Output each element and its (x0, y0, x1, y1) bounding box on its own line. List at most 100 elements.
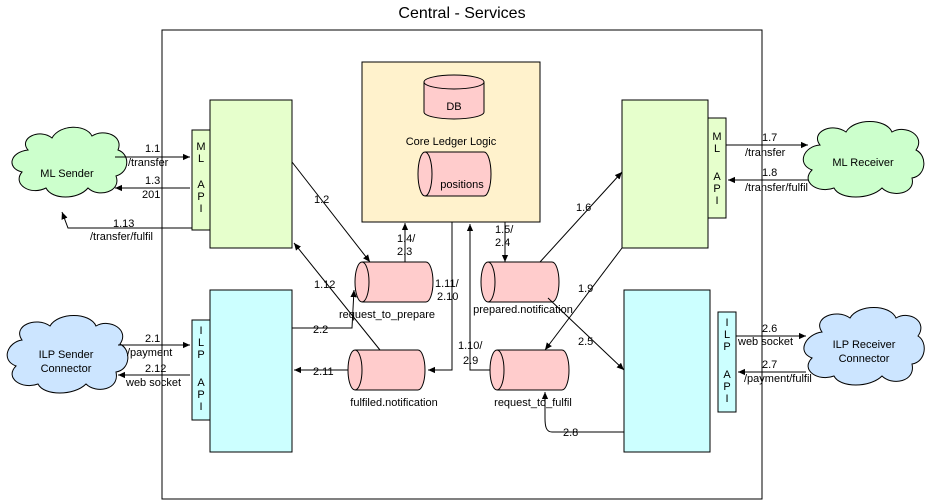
ilp-api-left-c2: P (197, 349, 204, 361)
queue-request-to-fulfil (489, 349, 570, 391)
arrow-1-10 (466, 224, 490, 371)
ml-receiver-cloud: ML Receiver (802, 121, 925, 198)
ml-api-right-c3: P (713, 183, 720, 195)
queue-fulfiled-notification-label: fulfiled.notification (350, 397, 437, 409)
ml-api-left-c0: M (196, 141, 205, 153)
queue-prepared-notification-label: prepared.notification (473, 304, 573, 316)
ilp-api-left-c5: I (199, 401, 202, 413)
label-2-4: 2.4 (495, 237, 510, 249)
ilp-api-left-c3: A (197, 377, 205, 389)
ml-receiver-label: ML Receiver (832, 157, 894, 169)
positions-cylinder (417, 151, 492, 197)
ilp-receiver-cloud: ILP Receiver Connector (803, 307, 925, 386)
label-web-socket-left: web socket (125, 377, 181, 389)
ilp-api-left-c4: P (197, 389, 204, 401)
label-1-13: 1.13 (113, 218, 134, 230)
label-1-6: 1.6 (576, 202, 591, 214)
label-1-7: 1.7 (762, 132, 777, 144)
arrow-2-8 (541, 392, 624, 433)
ml-api-right (707, 117, 727, 219)
label-2-12: 2.12 (145, 363, 166, 375)
ilp-handler-right (623, 289, 711, 453)
label-2-10: 2.10 (437, 291, 458, 303)
label-transfer-fulfil-left: /transfer/fulfil (90, 231, 153, 243)
label-201: 201 (142, 189, 160, 201)
label-1-11: 1.11/ (435, 278, 460, 290)
ilp-sender-label-l1: ILP Sender (39, 349, 94, 361)
ilp-sender-cloud: ILP Sender Connector (6, 315, 129, 394)
queue-fulfiled-notification (347, 349, 426, 391)
label-transfer-fulfil-right: /transfer/fulfil (745, 182, 808, 194)
queue-request-to-prepare (354, 261, 434, 303)
ilp-receiver-label-l2: Connector (839, 353, 890, 365)
label-payment-fulfil: /payment/fulfil (744, 373, 812, 385)
ilp-api-right-c2: P (723, 341, 730, 353)
ilp-api-right-c0: I (725, 317, 728, 329)
label-web-socket-right: web socket (737, 336, 793, 348)
ml-api-left-c3: P (197, 191, 204, 203)
label-transfer-right: /transfer (745, 147, 786, 159)
ilp-api-right-c4: P (723, 381, 730, 393)
ml-api-left-c4: I (199, 203, 202, 215)
central-services-boundary (161, 29, 763, 500)
ml-sender-label: ML Sender (40, 168, 94, 180)
ilp-handler-left (209, 289, 293, 453)
ilp-api-left-c1: L (198, 337, 204, 349)
ml-handler-left (209, 99, 293, 249)
arrow-1-6 (539, 171, 623, 263)
label-1-9: 1.9 (578, 283, 593, 295)
label-1-12: 1.12 (314, 279, 335, 291)
ml-api-right-c0: M (712, 131, 721, 143)
ml-sender-cloud: ML Sender (11, 126, 128, 198)
arrow-1-12 (293, 242, 381, 351)
ilp-sender-label-l2: Connector (41, 363, 92, 375)
ilp-api-right-c3: A (723, 369, 731, 381)
label-1-4: 1.4/ (397, 233, 416, 245)
label-transfer-left: /transfer (128, 157, 169, 169)
arrow-2-5 (547, 297, 625, 371)
arrow-1-13 (61, 211, 192, 229)
arrow-1-2 (291, 161, 371, 263)
ilp-api-right (717, 311, 737, 413)
label-2-5: 2.5 (578, 336, 593, 348)
queue-request-to-prepare-label: request_to_prepare (339, 309, 435, 321)
label-2-7: 2.7 (762, 359, 777, 371)
label-1-3: 1.3 (145, 175, 160, 187)
ml-api-left-c1: L (198, 153, 204, 165)
db-label: DB (446, 101, 461, 113)
label-payment: /payment (127, 347, 172, 359)
label-2-2: 2.2 (313, 324, 328, 336)
ilp-receiver-label-l1: ILP Receiver (833, 339, 896, 351)
ilp-api-left (191, 319, 211, 421)
ml-api-left-c2: A (197, 179, 205, 191)
ml-api-right-c4: I (715, 195, 718, 207)
ml-api-right-c1: L (714, 143, 720, 155)
ml-api-left (191, 129, 211, 231)
label-1-5: 1.5/ (495, 224, 514, 236)
ml-handler-right (621, 99, 709, 249)
label-2-6: 2.6 (762, 323, 777, 335)
label-1-10: 1.10/ (458, 340, 483, 352)
ml-api-right-c2: A (713, 171, 721, 183)
label-2-8: 2.8 (563, 427, 578, 439)
label-1-8: 1.8 (762, 167, 777, 179)
ilp-api-right-c1: L (724, 329, 730, 341)
label-2-9: 2.9 (463, 355, 478, 367)
arrow-2-2 (292, 289, 357, 329)
ilp-api-left-c0: I (199, 325, 202, 337)
positions-label: positions (440, 179, 484, 191)
diagram-title: Central - Services (398, 5, 525, 22)
core-ledger-block: DB Core Ledger Logic positions (361, 61, 541, 223)
db-cylinder (423, 74, 485, 120)
label-2-1: 2.1 (145, 333, 160, 345)
arrow-1-11 (428, 222, 453, 374)
arrow-1-9 (544, 247, 623, 351)
core-ledger-label: Core Ledger Logic (406, 136, 497, 148)
label-1-1: 1.1 (145, 143, 160, 155)
label-1-2: 1.2 (314, 194, 329, 206)
label-2-3: 2.3 (397, 246, 412, 258)
queue-prepared-notification (480, 261, 560, 303)
label-2-11: 2.11 (313, 366, 334, 378)
queue-request-to-fulfil-label: request_to_fulfil (494, 397, 572, 409)
